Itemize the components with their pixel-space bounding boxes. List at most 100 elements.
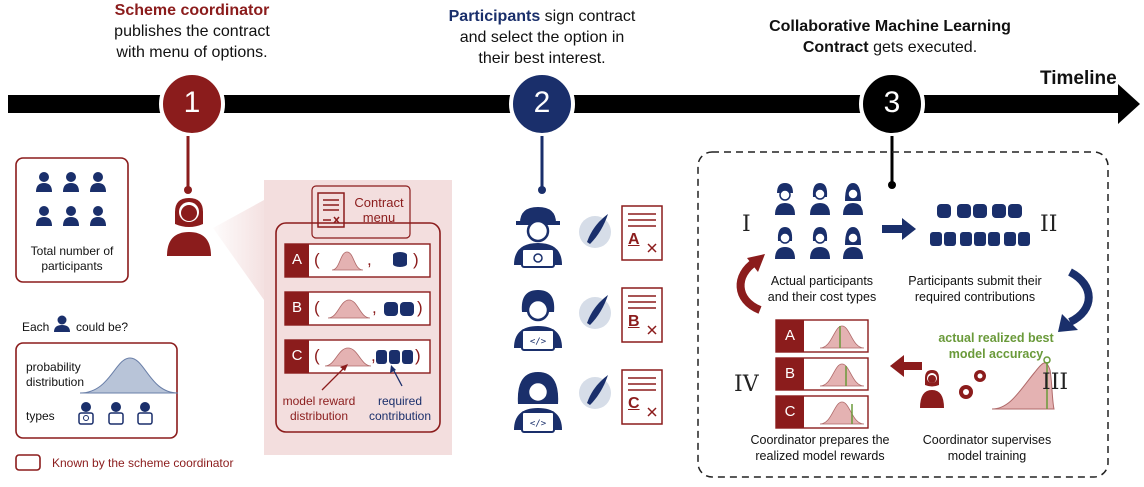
option-b-tuple-open: ( — [314, 298, 320, 317]
participants-label-line-2: participants — [41, 259, 103, 273]
reward-option-c-label: C — [784, 403, 796, 420]
submit-line-2: required contributions — [914, 290, 1036, 304]
step-2-circle — [509, 71, 575, 194]
svg-text:</>: </> — [530, 337, 547, 347]
step-2-line-1-rest: sign contract — [540, 8, 636, 25]
signed-option-a: A — [628, 231, 640, 248]
contribution-databases — [930, 204, 1030, 246]
actual-participants-icons — [775, 183, 863, 259]
option-a-tuple-close: ) — [413, 250, 419, 269]
stage-ii-label: II — [1040, 212, 1058, 237]
stage-iv-label: IV — [734, 372, 759, 397]
step-1-number: 1 — [183, 86, 201, 119]
required-label-line-1: required — [377, 394, 423, 408]
coordinator-icon — [167, 198, 211, 256]
distribution-curve — [79, 357, 179, 394]
reward-option-a-label: A — [784, 327, 795, 344]
stage-iii-label: III — [1042, 370, 1069, 395]
menu-option-b-label: B — [291, 299, 302, 316]
probability-label: probability distribution — [26, 360, 84, 390]
person-icon — [54, 315, 70, 332]
option-a-tuple-comma: , — [367, 250, 372, 269]
signed-option-c: C — [628, 395, 640, 412]
legend-swatch — [15, 454, 41, 471]
step-1-line-2: publishes the contract — [114, 23, 270, 40]
contract-menu-title: Contract menu — [350, 195, 408, 225]
step-3-title-line-1: Collaborative Machine Learning — [769, 18, 1011, 35]
types-box — [15, 342, 178, 439]
step-2-title: Participants — [448, 8, 541, 25]
model-reward-label-line-2: distribution — [289, 409, 349, 423]
signed-option-b: B — [628, 313, 640, 330]
probability-label-line-2: distribution — [26, 375, 85, 389]
step-3-circle — [859, 71, 925, 189]
participants-icon-grid — [36, 172, 106, 226]
developer-icon-2: </> — [514, 372, 562, 433]
menu-option-a — [284, 243, 431, 278]
best-accuracy-line-1: actual realized best — [938, 331, 1054, 345]
timeline-label: Timeline — [1040, 68, 1117, 89]
actual-participants-line-2: and their cost types — [767, 290, 877, 304]
step-3-title-line-2: Contract — [802, 39, 869, 56]
submit-contributions-label: Participants submit their required contr… — [900, 273, 1050, 305]
menu-option-b — [284, 291, 431, 326]
option-c-tuple-close: ) — [415, 346, 421, 365]
step-3-line-2-rest: gets executed. — [868, 39, 978, 56]
participants-label-line-1: Total number of — [30, 244, 114, 258]
step-1-circle — [159, 71, 225, 194]
contract-menu-title-line-2: menu — [362, 210, 396, 225]
probability-label-line-1: probability — [26, 360, 81, 374]
step-2-line-2: and select the option in — [459, 29, 625, 46]
step-1-line-3: with menu of options. — [116, 44, 268, 61]
option-a-tuple-open: ( — [314, 250, 320, 269]
step-1-description: Scheme coordinator publishes the contrac… — [72, 0, 312, 63]
best-accuracy-label: actual realized best model accuracy — [926, 330, 1066, 362]
prepares-line-2: realized model rewards — [755, 449, 885, 463]
prepares-rewards-label: Coordinator prepares the realized model … — [740, 432, 900, 464]
signing-participants: </> </> — [514, 205, 663, 433]
types-label: types — [26, 409, 55, 423]
required-label-line-2: contribution — [368, 409, 432, 423]
prepares-line-1: Coordinator prepares the — [750, 433, 890, 447]
supervises-line-1: Coordinator supervises — [922, 433, 1052, 447]
model-reward-label: model reward distribution — [278, 394, 360, 424]
developer-icon-1: </> — [514, 290, 562, 351]
contract-doc-icon — [317, 192, 345, 228]
actual-participants-line-1: Actual participants — [770, 274, 874, 288]
supervises-line-2: model training — [947, 449, 1027, 463]
step-1-title: Scheme coordinator — [114, 2, 270, 19]
option-b-tuple-comma: , — [372, 298, 377, 317]
supervises-training-label: Coordinator supervises model training — [912, 432, 1062, 464]
legend-known-label: Known by the scheme coordinator — [52, 456, 234, 470]
arrow-i-to-ii — [882, 218, 916, 240]
execution-frame — [697, 151, 1109, 478]
menu-option-c — [284, 339, 431, 391]
menu-option-a-label: A — [291, 251, 302, 268]
worker-icon — [514, 207, 562, 268]
supervisor-coordinator-icon — [920, 370, 944, 408]
arrow-iv-to-i — [736, 258, 762, 314]
svg-text:</>: </> — [530, 419, 547, 429]
could-be-label: could be? — [76, 320, 129, 334]
required-contribution-label: required contribution — [362, 394, 438, 424]
step-3-number: 3 — [883, 86, 901, 119]
arrow-iii-to-iv — [890, 355, 922, 377]
participants-label: Total number of participants — [16, 244, 128, 274]
step-2-number: 2 — [533, 86, 551, 119]
gear-icon — [959, 370, 986, 399]
realized-reward-b — [775, 357, 869, 391]
step-2-description: Participants sign contract and select th… — [412, 6, 672, 69]
actual-participants-label: Actual participants and their cost types — [752, 273, 892, 305]
step-3-description: Collaborative Machine Learning Contract … — [740, 16, 1040, 58]
contract-menu-frame — [275, 222, 441, 433]
step-2-line-3: their best interest. — [478, 50, 606, 67]
realized-reward-a — [775, 319, 869, 353]
stage-i-label: I — [742, 212, 751, 237]
realized-reward-c — [775, 395, 869, 429]
best-accuracy-line-2: model accuracy — [948, 347, 1044, 361]
signed-contract-docs — [621, 205, 663, 425]
participants-box — [15, 157, 129, 283]
contract-doc-box — [311, 185, 411, 239]
